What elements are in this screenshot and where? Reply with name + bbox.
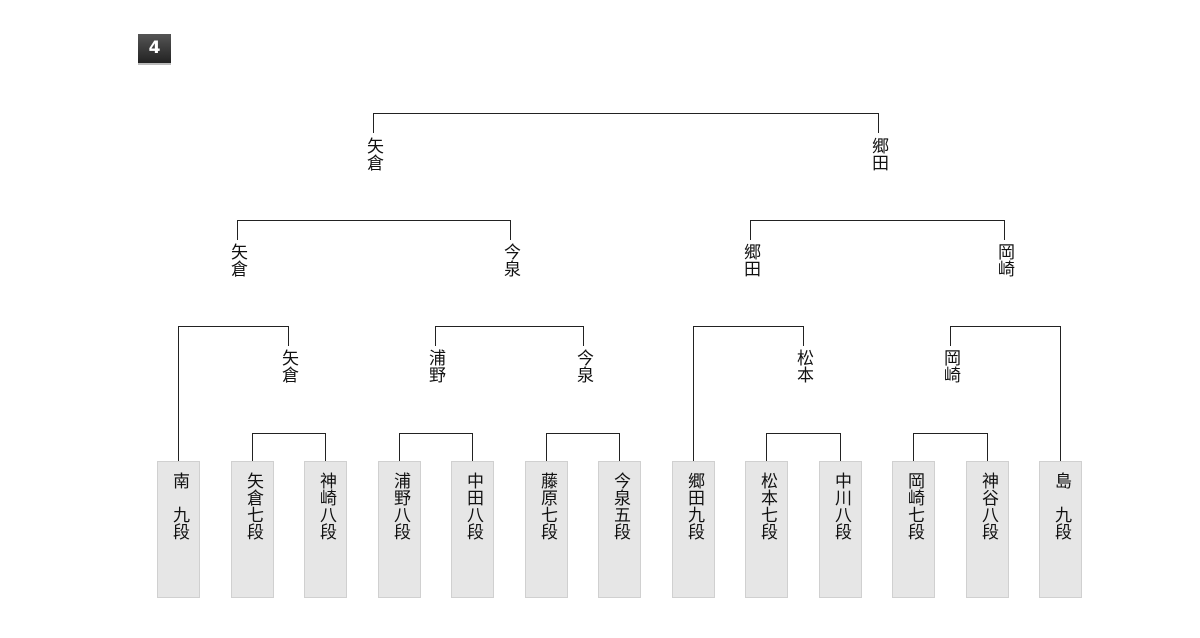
bracket-line [546,433,547,461]
bracket-line [510,220,511,240]
round-badge: 4 [138,34,171,65]
winner-label: 郷田 [868,137,888,171]
winner-label: 郷田 [740,243,760,277]
player-box[interactable]: 中川八段 [819,461,862,598]
bracket-line [237,220,511,221]
player-box[interactable]: 浦野八段 [378,461,421,598]
bracket-line [950,326,951,346]
bracket-line [750,220,1005,221]
winner-label: 今泉 [500,243,520,277]
bracket-line [399,433,400,461]
bracket-line [399,433,473,434]
bracket-line [619,433,620,461]
player-box[interactable]: 神崎八段 [304,461,347,598]
bracket-line [373,113,374,133]
player-name: 藤原七段 [537,472,557,540]
player-box[interactable]: 中田八段 [451,461,494,598]
bracket-line [1004,220,1005,240]
bracket-line [766,433,841,434]
bracket-line [178,326,289,327]
player-name: 中田八段 [463,472,483,540]
bracket-line [178,326,179,461]
bracket-line [373,113,879,114]
player-box[interactable]: 矢倉七段 [231,461,274,598]
bracket-line [803,326,804,346]
player-box[interactable]: 岡崎七段 [892,461,935,598]
bracket-line [252,433,326,434]
bracket-line [1060,326,1061,461]
winner-label: 浦野 [425,349,445,383]
player-name: 神崎八段 [316,472,336,540]
player-box[interactable]: 今泉五段 [598,461,641,598]
player-box[interactable]: 郷田九段 [672,461,715,598]
bracket-line [252,433,253,461]
bracket-line [693,326,804,327]
bracket-line [435,326,584,327]
winner-label: 矢倉 [227,243,247,277]
winner-label: 岡崎 [994,243,1014,277]
bracket-line [750,220,751,240]
winner-label: 矢倉 [278,349,298,383]
bracket-line [546,433,620,434]
player-name: 島 九段 [1051,472,1071,540]
player-box[interactable]: 藤原七段 [525,461,568,598]
bracket-line [325,433,326,461]
winner-label: 矢倉 [363,137,383,171]
winner-label: 松本 [793,349,813,383]
player-box[interactable]: 神谷八段 [966,461,1009,598]
bracket-line [913,433,988,434]
bracket-line [840,433,841,461]
player-box[interactable]: 島 九段 [1039,461,1082,598]
player-name: 岡崎七段 [904,472,924,540]
winner-label: 今泉 [573,349,593,383]
player-name: 浦野八段 [390,472,410,540]
player-name: 矢倉七段 [243,472,263,540]
player-name: 今泉五段 [610,472,630,540]
bracket-line [693,326,694,461]
player-name: 松本七段 [757,472,777,540]
bracket-line [583,326,584,346]
bracket-line [237,220,238,240]
bracket-line [987,433,988,461]
winner-label: 岡崎 [940,349,960,383]
bracket-line [288,326,289,346]
bracket-line [435,326,436,346]
player-name: 南 九段 [169,472,189,540]
player-box[interactable]: 南 九段 [157,461,200,598]
bracket-line [766,433,767,461]
player-name: 中川八段 [831,472,851,540]
player-name: 郷田九段 [684,472,704,540]
bracket-line [472,433,473,461]
bracket-line [878,113,879,133]
bracket-line [950,326,1061,327]
player-box[interactable]: 松本七段 [745,461,788,598]
bracket-line [913,433,914,461]
player-name: 神谷八段 [978,472,998,540]
